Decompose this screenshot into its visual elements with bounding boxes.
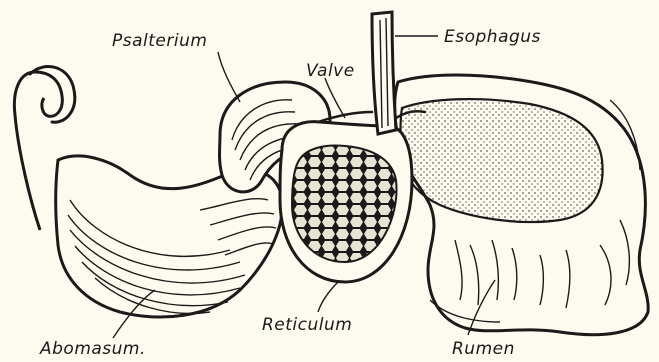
label-abomasum: Abomasum.	[39, 339, 146, 359]
esophagus	[372, 12, 396, 134]
label-psalterium: Psalterium	[112, 31, 207, 51]
label-valve: Valve	[306, 61, 355, 81]
rumen	[395, 75, 649, 335]
reticulum	[280, 122, 412, 282]
label-esophagus: Esophagus	[444, 27, 541, 47]
label-reticulum: Reticulum	[262, 315, 352, 335]
reticulum-leader	[318, 282, 338, 312]
psalterium-leader	[218, 52, 240, 102]
label-rumen: Rumen	[452, 339, 515, 359]
